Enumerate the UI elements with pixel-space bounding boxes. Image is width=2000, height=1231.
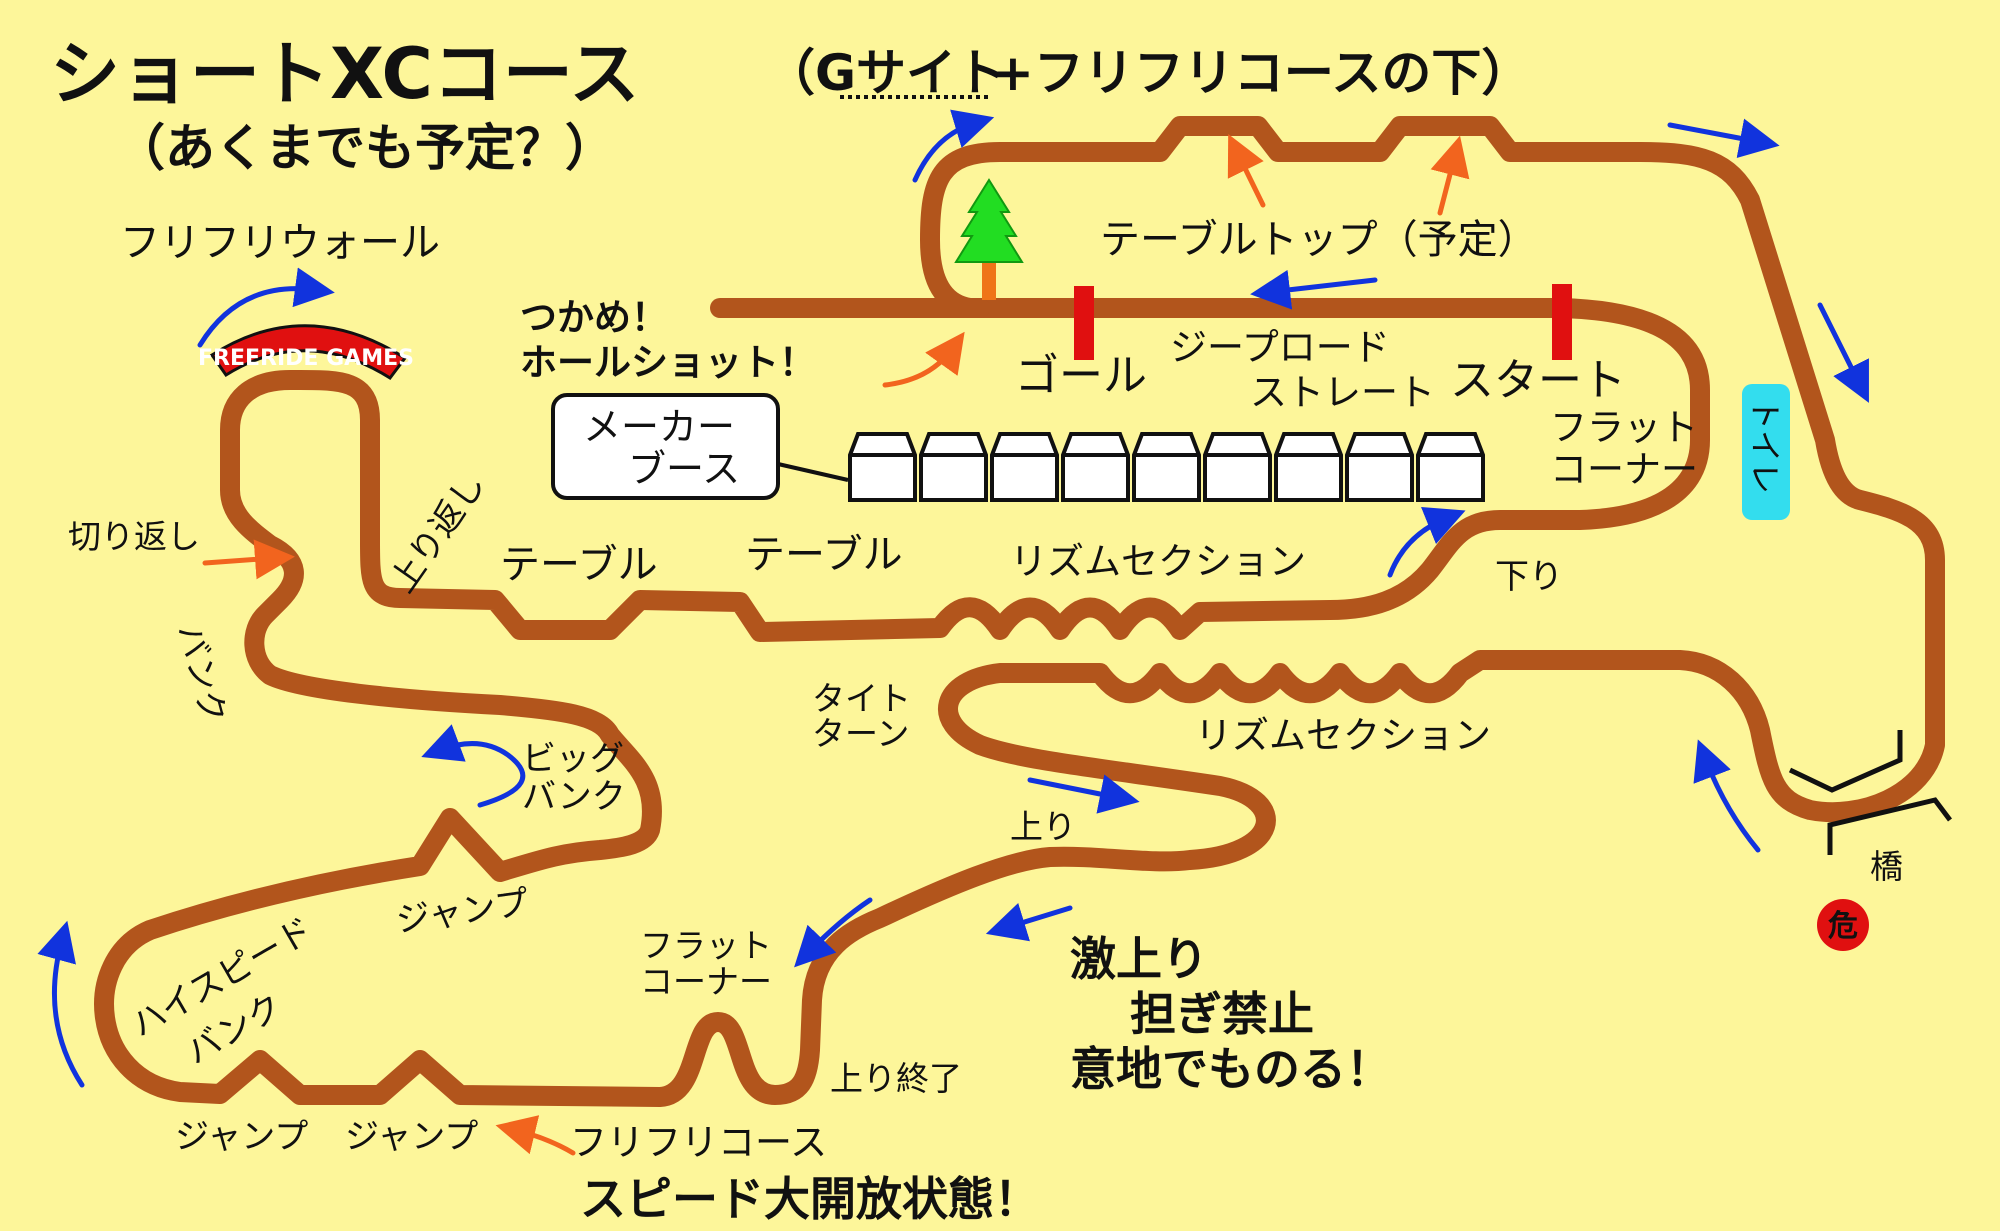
label-climb-end: 上り終了 <box>830 1059 962 1098</box>
label-maker-2: ブース <box>628 447 740 491</box>
arrow-orange <box>495 1115 576 1156</box>
bridge-icon <box>1788 730 1952 855</box>
label-steep-3: 意地でものる！ <box>1070 1042 1392 1096</box>
label-maker-1: メーカー <box>583 405 735 449</box>
label-jump-2: ジャンプ <box>345 1117 478 1157</box>
booth-tent <box>1345 432 1414 502</box>
arrow-orange <box>882 331 965 388</box>
title-sub: （あくまでも予定？） <box>115 119 615 177</box>
arrow-blue <box>912 109 995 183</box>
label-furifuri-course: フリフリコース <box>570 1121 827 1164</box>
label-toilet: トイレ <box>1746 398 1784 494</box>
direction-arrows <box>37 109 1869 1156</box>
title-main: ショートXCコース <box>50 33 639 115</box>
label-jump-1: ジャンプ <box>175 1117 308 1157</box>
toilet-icon <box>1742 384 1790 520</box>
booth-tent <box>990 432 1059 502</box>
arrow-orange <box>1430 135 1470 216</box>
freeride-games-logo <box>209 324 408 381</box>
arrow-blue <box>1387 506 1466 578</box>
maker-booth <box>551 393 1485 502</box>
start-marker <box>1552 284 1572 360</box>
label-rhythm-1: リズムセクション <box>1010 540 1306 583</box>
label-big-1: ビッグ <box>522 739 624 779</box>
label-tight-1: タイト <box>812 679 911 718</box>
label-tabletop: テーブルトップ（予定） <box>1100 217 1538 263</box>
label-table-1: テーブル <box>500 542 658 588</box>
label-down: 下り <box>1495 557 1563 597</box>
booth-tent <box>1203 432 1272 502</box>
label-big-2: バンク <box>522 777 626 817</box>
label-start: スタート <box>1450 355 1626 406</box>
booth-tent <box>1416 432 1485 502</box>
label-flat-upper-2: コーナー <box>1550 448 1698 491</box>
arrow-blue <box>1667 118 1780 158</box>
title-underlined: Gサイト <box>815 44 1006 102</box>
label-tight-2: ターン <box>812 714 909 753</box>
arrow-blue <box>421 724 526 808</box>
booth-tent <box>1061 432 1130 502</box>
label-steep-1: 激上り <box>1070 932 1208 986</box>
arrow-blue <box>1817 302 1869 403</box>
booth-tents <box>848 432 1485 502</box>
label-danger: 危 <box>1828 909 1858 944</box>
arrow-blue <box>985 903 1073 942</box>
logo-text: FREERIDE GAMES <box>198 346 414 371</box>
label-table-2: テーブル <box>745 532 903 578</box>
arrow-blue <box>794 897 873 968</box>
course-track <box>94 116 1945 1107</box>
label-steep-2: 担ぎ禁止 <box>1130 987 1314 1041</box>
arrow-blue <box>1693 739 1761 853</box>
label-flat-lower-2: コーナー <box>640 962 772 1001</box>
label-goal: ゴール <box>1015 350 1147 401</box>
title-rest: +フリフリコースの下） <box>992 44 1531 102</box>
label-wall: フリフリウォール <box>120 220 440 266</box>
label-jeep-2: ストレート <box>1250 371 1435 414</box>
tree-icon <box>954 178 1024 300</box>
arrow-orange <box>202 539 295 580</box>
arrow-blue <box>1027 774 1140 814</box>
booth-tent <box>1274 432 1343 502</box>
arrow-blue <box>1250 269 1378 310</box>
label-jeep-1: ジープロード <box>1170 326 1390 369</box>
booth-tent <box>1132 432 1201 502</box>
label-bridge: 橋 <box>1870 847 1903 886</box>
booth-tent <box>848 432 917 502</box>
label-kirikaeshi: 切り返し <box>68 517 200 556</box>
goal-marker <box>1074 286 1094 360</box>
arrow-orange <box>1227 134 1266 208</box>
label-holeshot-2: ホールショット！ <box>520 341 816 384</box>
label-flat-upper-1: フラット <box>1550 406 1698 449</box>
danger-icon <box>1817 899 1869 951</box>
arrow-blue <box>37 920 85 1088</box>
title-paren-open: （ <box>765 44 815 102</box>
booth-tent <box>919 432 988 502</box>
label-rhythm-2: リズムセクション <box>1195 714 1491 757</box>
label-speed-open: スピード大開放状態！ <box>580 1172 1040 1226</box>
label-up: 上り <box>1010 807 1076 846</box>
label-holeshot-1: つかめ！ <box>520 296 668 339</box>
track-main-loop <box>94 116 1945 1107</box>
label-flat-lower-1: フラット <box>640 926 772 965</box>
maker-booth-box <box>551 393 780 500</box>
arrow-blue <box>197 267 335 348</box>
